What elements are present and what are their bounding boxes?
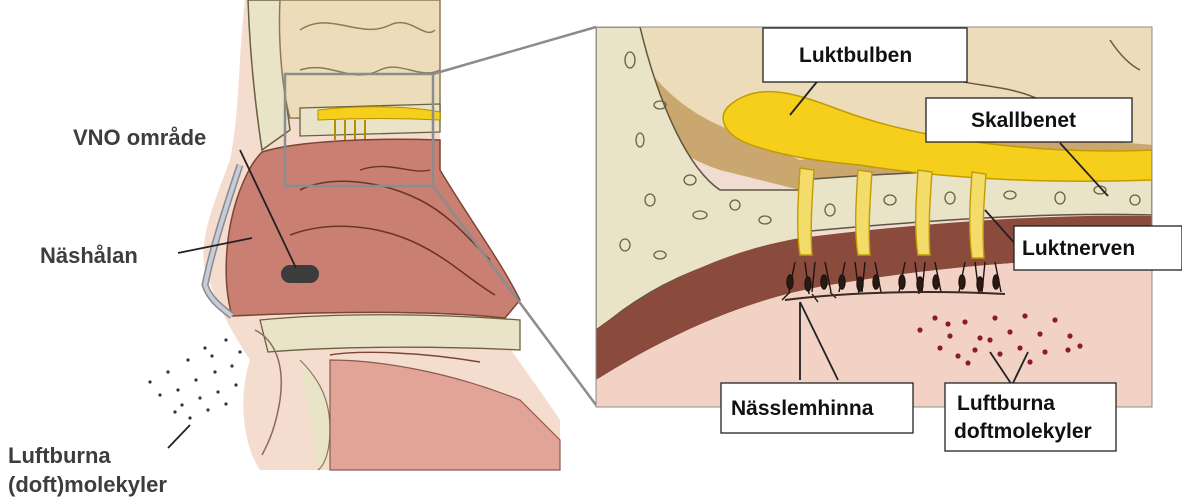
molecules-left [148, 338, 241, 419]
vno-organ [281, 265, 319, 283]
label-airborne-right-1: Luftburna [957, 392, 1055, 415]
label-airborne-left-2: (doft)molekyler [8, 472, 167, 497]
label-skull-bone: Skallbenet [971, 109, 1076, 132]
label-airborne-left-1: Luftburna [8, 443, 111, 468]
label-olfactory-nerve: Luktnerven [1022, 237, 1135, 260]
label-nasal-cavity: Näshålan [40, 243, 138, 268]
label-airborne-right-2: doftmolekyler [954, 420, 1092, 443]
label-vno: VNO område [73, 125, 206, 150]
label-nasal-mucosa: Nässlemhinna [731, 397, 874, 420]
head-cross-section [203, 0, 560, 470]
label-olfactory-bulb: Luktbulben [799, 44, 912, 67]
